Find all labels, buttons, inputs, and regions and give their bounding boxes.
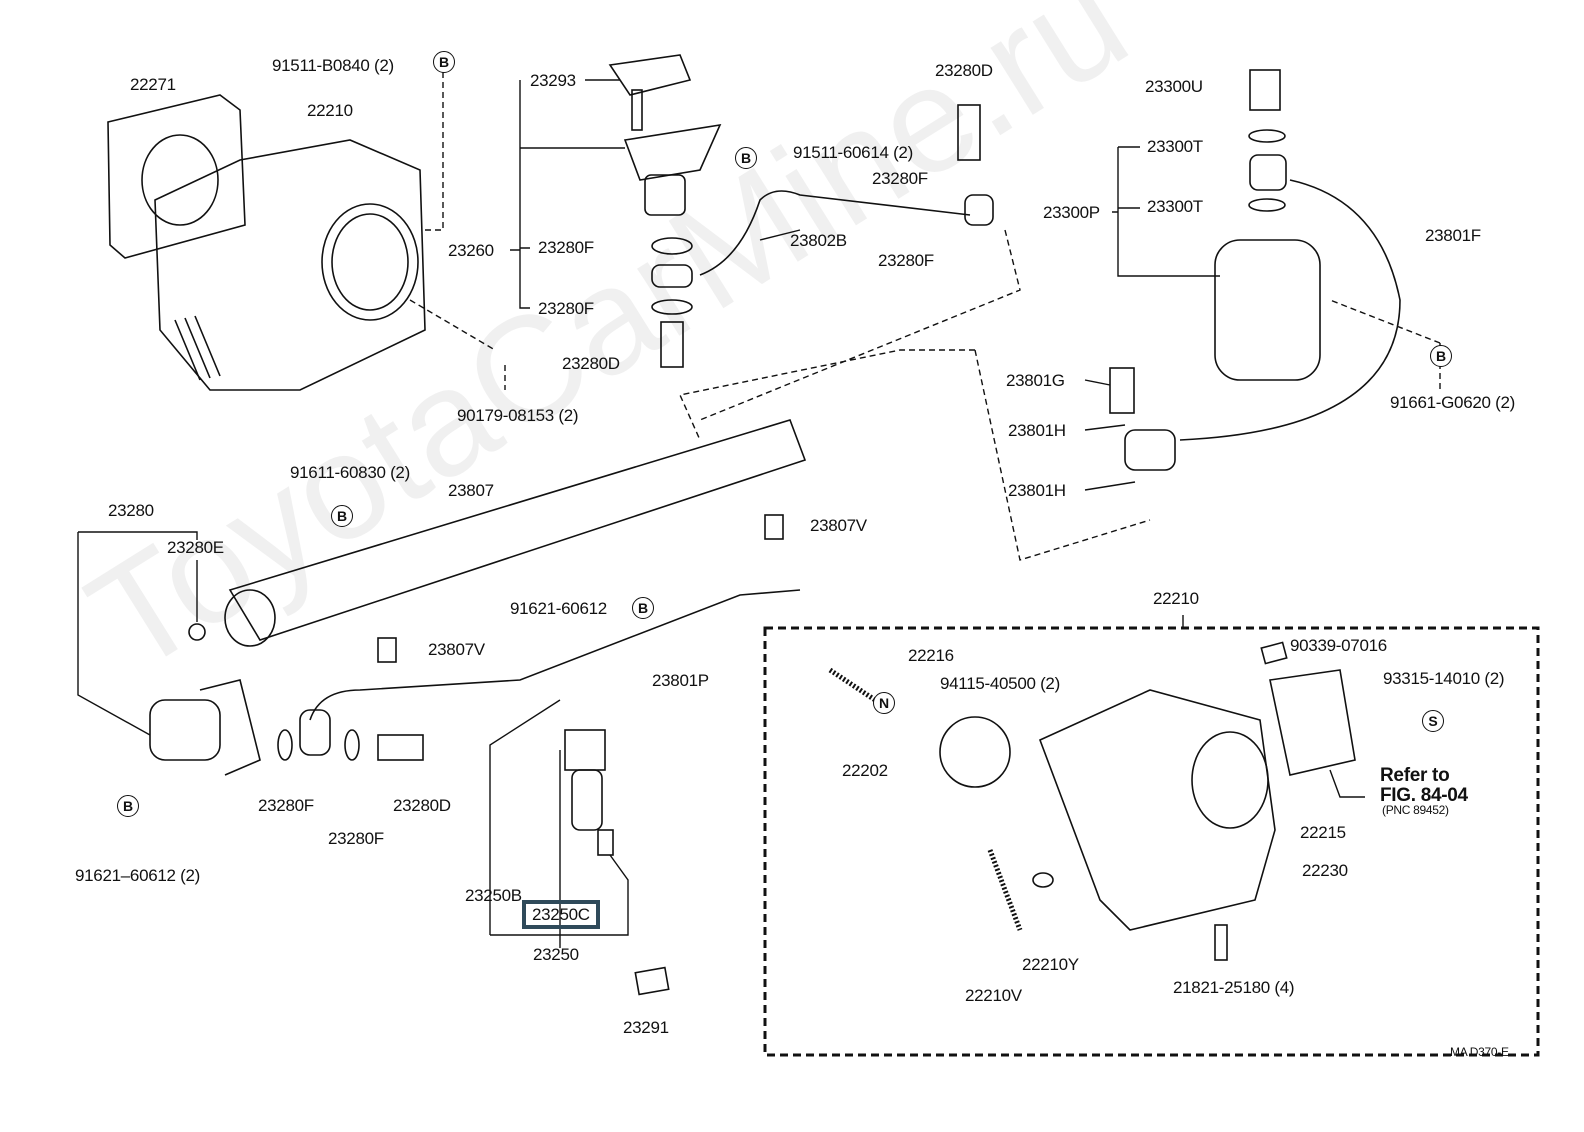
part-label[interactable]: 23280F (878, 251, 934, 270)
part-label[interactable]: 23801P (652, 671, 709, 690)
part-label[interactable]: 23801H (1008, 481, 1066, 500)
part-label[interactable]: 23801H (1008, 421, 1066, 440)
part-label[interactable]: MA D370-E (1450, 1045, 1509, 1059)
part-label[interactable]: 23280F (538, 299, 594, 318)
part-label[interactable]: 23807V (428, 640, 485, 659)
part-label[interactable]: 91511-B0840 (2) (272, 56, 394, 75)
part-label[interactable]: 90179-08153 (2) (457, 406, 579, 425)
part-label[interactable]: 23250B (465, 886, 522, 905)
callout-b-icon: B (117, 795, 139, 817)
part-label[interactable]: 94115-40500 (2) (940, 674, 1060, 693)
part-label[interactable]: 93315-14010 (2) (1383, 669, 1505, 688)
part-label[interactable]: 22210 (307, 101, 353, 120)
part-label[interactable]: 91611-60830 (2) (290, 463, 410, 482)
part-label[interactable]: 90339-07016 (1290, 636, 1387, 655)
part-label[interactable]: 23280F (538, 238, 594, 257)
part-label[interactable]: 23300U (1145, 77, 1203, 96)
part-label[interactable]: 22216 (908, 646, 954, 665)
part-label[interactable]: 23801G (1006, 371, 1065, 390)
part-label[interactable]: 23291 (623, 1018, 669, 1037)
part-label[interactable]: 23280F (872, 169, 928, 188)
part-label[interactable]: 23300P (1043, 203, 1100, 222)
part-label[interactable]: 23280 (108, 501, 154, 520)
part-label[interactable]: 22210V (965, 986, 1022, 1005)
throttle-assembly-drawing (828, 641, 1356, 961)
reference-line2[interactable]: FIG. 84-04 (1380, 785, 1468, 806)
callout-b-icon: B (1430, 345, 1452, 367)
part-label[interactable]: 23807V (810, 516, 867, 535)
callout-b-icon: B (433, 51, 455, 73)
part-label[interactable]: 23293 (530, 71, 576, 90)
injector-drawing (564, 729, 670, 996)
reference-line3: (PNC 89452) (1382, 803, 1449, 817)
callout-n-icon: N (873, 692, 895, 714)
fuel-filter-drawing (1109, 69, 1401, 471)
part-label[interactable]: 22271 (130, 75, 176, 94)
part-label[interactable]: 22215 (1300, 823, 1346, 842)
part-label[interactable]: 91511-60614 (2) (793, 143, 913, 162)
part-label[interactable]: 22210 (1153, 589, 1199, 608)
part-label[interactable]: 22210Y (1022, 955, 1079, 974)
part-label[interactable]: 23280D (935, 61, 993, 80)
callout-b-icon: B (735, 147, 757, 169)
part-label[interactable]: 91621-60612 (510, 599, 607, 618)
callout-b-icon: B (632, 597, 654, 619)
part-label[interactable]: 23280D (562, 354, 620, 373)
part-label[interactable]: 23300T (1147, 197, 1203, 216)
fuel-rail-drawing (224, 419, 807, 721)
part-label[interactable]: 22230 (1302, 861, 1348, 880)
part-label[interactable]: 23801F (1425, 226, 1481, 245)
part-label[interactable]: 21821-25180 (4) (1173, 978, 1295, 997)
part-label[interactable]: 23250 (533, 945, 579, 964)
part-label[interactable]: 23280F (328, 829, 384, 848)
reference-line1: Refer to (1380, 765, 1450, 786)
part-label[interactable]: 23280E (167, 538, 224, 557)
part-label[interactable]: 23280D (393, 796, 451, 815)
part-label[interactable]: 23300T (1147, 137, 1203, 156)
fitting-drawing (608, 54, 994, 368)
part-label[interactable]: 23802B (790, 231, 847, 250)
part-label[interactable]: 23260 (448, 241, 494, 260)
highlighted-part-label[interactable]: 23250C (522, 900, 600, 929)
part-label[interactable]: 23280F (258, 796, 314, 815)
assembly-box (763, 626, 1540, 1057)
part-label[interactable]: 91621–60612 (2) (75, 866, 201, 885)
part-label[interactable]: 22202 (842, 761, 888, 780)
callout-b-icon: B (331, 505, 353, 527)
throttle-body-drawing (107, 94, 426, 391)
pressure-regulator-drawing (149, 623, 424, 776)
part-label[interactable]: 91661-G0620 (2) (1390, 393, 1515, 412)
part-label[interactable]: 23807 (448, 481, 494, 500)
callout-s-icon: S (1422, 710, 1444, 732)
